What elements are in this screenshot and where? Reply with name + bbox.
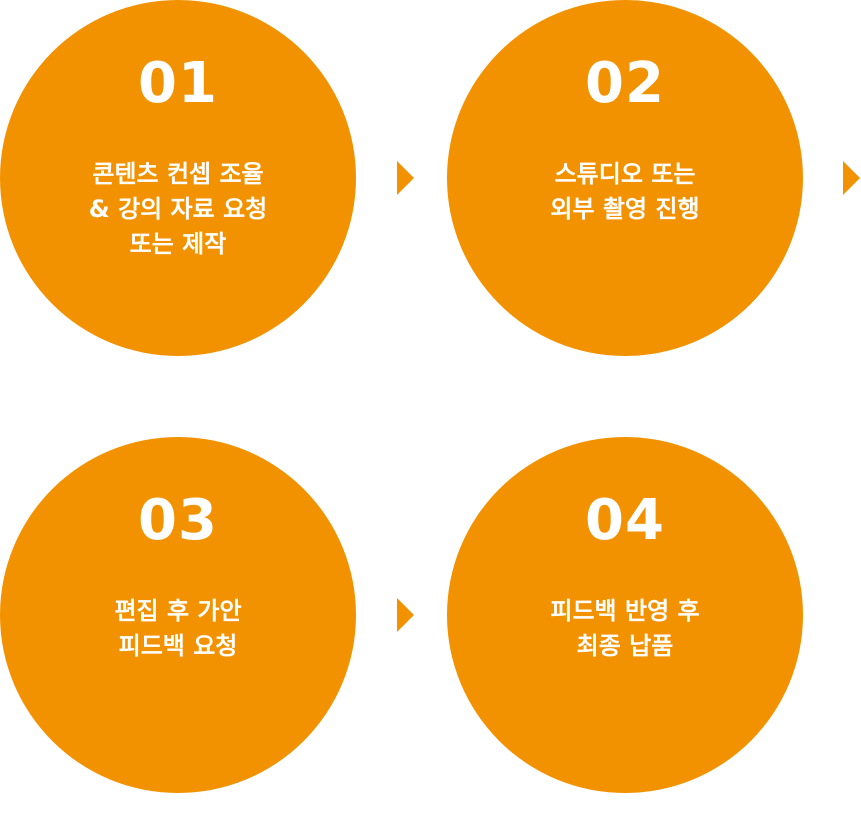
step-description-line: & 강의 자료 요청 xyxy=(88,195,268,223)
arrow-right-icon xyxy=(397,161,414,195)
step-description-line: 스튜디오 또는 xyxy=(554,160,696,188)
step-description-line: 피드백 요청 xyxy=(118,632,238,660)
step-description-line: 콘텐츠 컨셉 조율 xyxy=(92,160,264,188)
step-01-circle: 01 콘텐츠 컨셉 조율 & 강의 자료 요청 또는 제작 xyxy=(0,0,356,356)
step-number: 02 xyxy=(585,51,665,116)
step-description-line: 외부 촬영 진행 xyxy=(550,195,700,223)
arrow-right-icon xyxy=(397,598,414,632)
step-number: 03 xyxy=(138,488,218,553)
step-number: 04 xyxy=(585,488,665,553)
step-02-circle: 02 스튜디오 또는 외부 촬영 진행 xyxy=(447,0,803,356)
step-description: 스튜디오 또는 외부 촬영 진행 xyxy=(487,157,763,227)
step-description-line: 편집 후 가안 xyxy=(114,597,242,625)
step-description-line: 최종 납품 xyxy=(576,632,674,660)
step-04-circle: 04 피드백 반영 후 최종 납품 xyxy=(447,437,803,793)
arrow-right-icon xyxy=(843,161,860,195)
step-description-line: 피드백 반영 후 xyxy=(550,597,700,625)
step-description-line: 또는 제작 xyxy=(129,230,227,258)
step-number: 01 xyxy=(138,51,218,116)
step-description: 피드백 반영 후 최종 납품 xyxy=(487,594,763,664)
step-description: 콘텐츠 컨셉 조율 & 강의 자료 요청 또는 제작 xyxy=(40,157,316,262)
step-03-circle: 03 편집 후 가안 피드백 요청 xyxy=(0,437,356,793)
step-description: 편집 후 가안 피드백 요청 xyxy=(40,594,316,664)
